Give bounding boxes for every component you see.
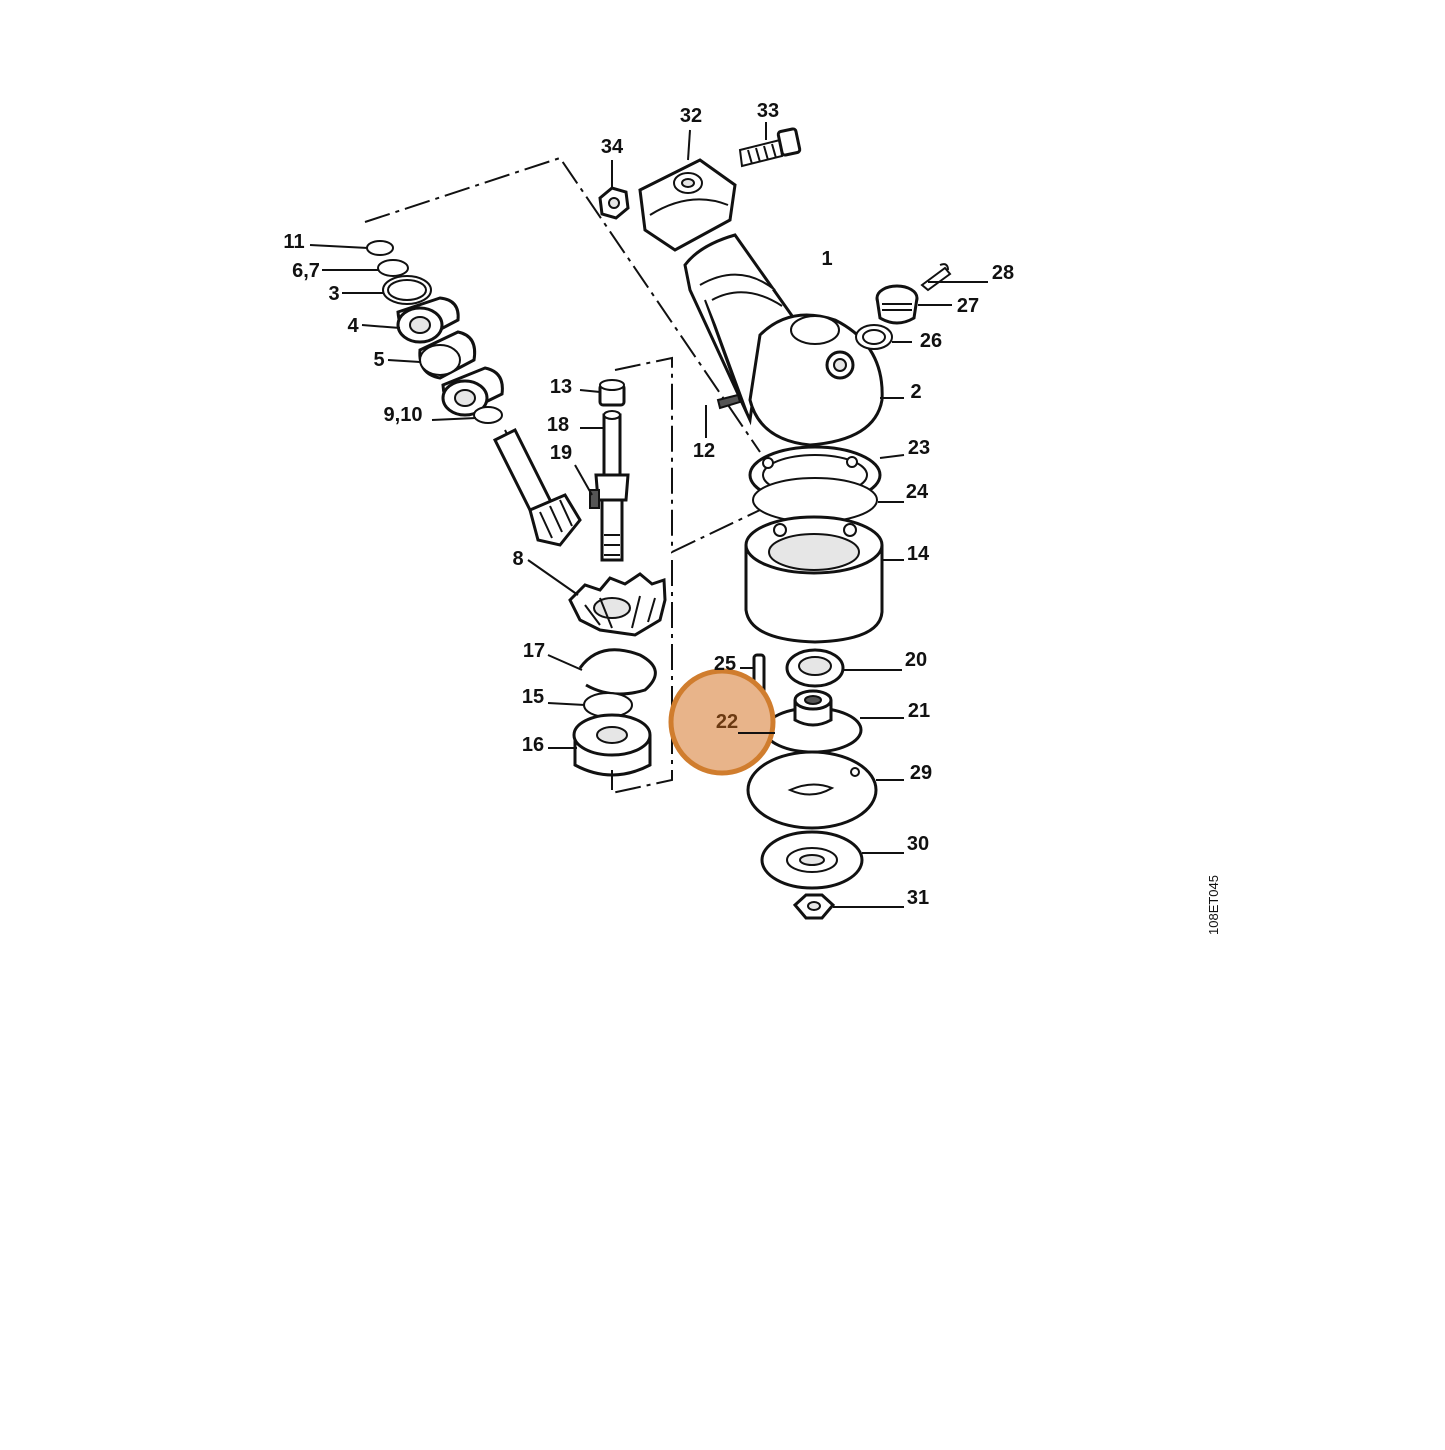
part-pinion-shaft	[492, 427, 582, 547]
label-19[interactable]: 19	[550, 442, 572, 464]
label-31[interactable]: 31	[907, 887, 929, 909]
label-24[interactable]: 24	[906, 481, 929, 503]
label-8[interactable]: 8	[512, 548, 523, 570]
highlight-label: 22	[716, 711, 738, 733]
part-housing-1	[683, 233, 798, 426]
highlight-marker-22[interactable]: 22	[668, 668, 776, 776]
label-14[interactable]: 14	[907, 543, 930, 565]
part-bushing-13	[598, 379, 626, 407]
label-25[interactable]: 25	[714, 653, 736, 675]
part-washer-30	[760, 830, 864, 890]
part-key-19	[589, 489, 600, 509]
label-20[interactable]: 20	[905, 649, 927, 671]
label-9-10[interactable]: 9,10	[384, 404, 423, 426]
part-bearing-910	[441, 366, 504, 424]
part-key-12	[716, 393, 742, 410]
drawing-reference: 108ET045	[1206, 875, 1221, 935]
label-12[interactable]: 12	[693, 440, 715, 462]
label-11[interactable]: 11	[283, 231, 304, 253]
label-27[interactable]: 27	[957, 295, 979, 317]
assembly-line-middle	[614, 356, 761, 554]
leader-lines	[309, 122, 988, 908]
part-bearing-4	[396, 296, 460, 344]
part-seal-20	[785, 648, 845, 688]
label-16[interactable]: 16	[522, 734, 544, 756]
part-labels: 1 2 3 4 5 6,7 8 9,10 11 12 13 14 15 16 1…	[283, 100, 1014, 909]
part-bearing-16	[572, 713, 652, 777]
label-15[interactable]: 15	[522, 686, 544, 708]
part-seal-26	[855, 324, 893, 350]
label-32[interactable]: 32	[680, 105, 702, 127]
part-ring-67	[377, 259, 409, 277]
label-18[interactable]: 18	[547, 414, 569, 436]
label-5[interactable]: 5	[373, 349, 384, 371]
part-disc-29	[746, 750, 878, 830]
part-nut-34	[598, 186, 630, 220]
label-13[interactable]: 13	[550, 376, 572, 398]
label-23[interactable]: 23	[908, 437, 930, 459]
label-28[interactable]: 28	[992, 262, 1014, 284]
label-21[interactable]: 21	[908, 700, 930, 722]
part-circlip-17	[578, 648, 657, 696]
part-thrust-plate-21	[763, 689, 863, 754]
part-gasket-24	[752, 477, 878, 523]
label-29[interactable]: 29	[910, 762, 932, 784]
part-pin-28	[920, 263, 952, 292]
part-plug-27	[875, 284, 919, 325]
part-shaft-18	[594, 410, 630, 562]
part-bevel-gear-8	[568, 572, 667, 637]
assembly-line-bottom	[611, 560, 673, 794]
label-2[interactable]: 2	[910, 381, 921, 403]
label-33[interactable]: 33	[757, 100, 779, 122]
label-3[interactable]: 3	[328, 283, 339, 305]
highlight-circle[interactable]	[668, 668, 776, 776]
label-4[interactable]: 4	[347, 315, 359, 337]
label-30[interactable]: 30	[907, 833, 929, 855]
part-flange-14	[744, 515, 884, 644]
label-34[interactable]: 34	[601, 136, 624, 158]
part-clamp-32	[638, 158, 737, 252]
part-bolt-33	[738, 127, 802, 168]
part-gearhead-2	[748, 313, 884, 447]
part-ring-15	[583, 692, 633, 718]
label-1[interactable]: 1	[821, 248, 832, 270]
part-sleeve-5	[418, 330, 477, 380]
part-nut-31	[792, 893, 836, 920]
assembly-line-top	[364, 156, 761, 453]
label-17[interactable]: 17	[523, 640, 545, 662]
label-26[interactable]: 26	[920, 330, 942, 352]
part-circlip-11	[366, 240, 394, 256]
label-6-7[interactable]: 6,7	[292, 260, 320, 282]
part-ring-3	[382, 275, 432, 305]
